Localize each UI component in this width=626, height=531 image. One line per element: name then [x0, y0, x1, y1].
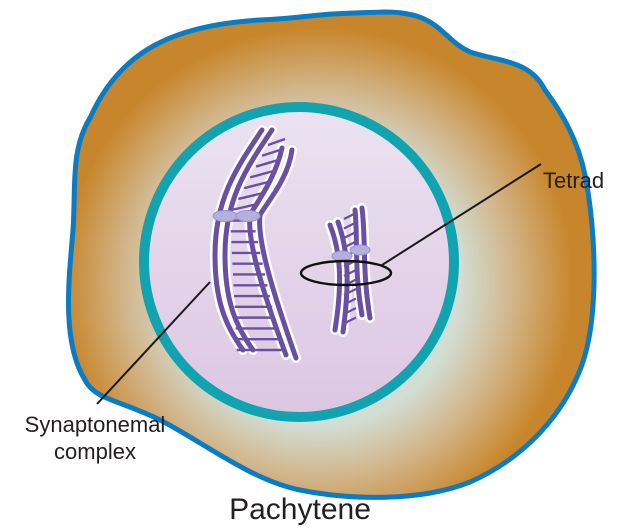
large-bivalent	[209, 125, 301, 363]
small-chromatid-line-0	[327, 222, 343, 333]
big-chromatid-line-1	[222, 127, 275, 353]
synaptonemal-rung	[249, 170, 273, 179]
small-chromatid-line-2	[352, 207, 365, 318]
tetrad-ring	[299, 259, 393, 287]
small-chromatid-line-1	[335, 219, 350, 335]
synaptonemal-label-line2: complex	[54, 439, 136, 464]
synaptonemal-rung	[261, 148, 282, 157]
big-chromatid-line-3	[257, 147, 299, 361]
centromere	[349, 244, 371, 256]
nuclear-envelope	[139, 102, 459, 422]
synaptonemal-rung	[255, 159, 277, 168]
synaptonemal-rung	[243, 180, 269, 190]
big-chromatid-line-0	[212, 127, 265, 353]
small-chromatid-line-3	[359, 205, 373, 321]
tetrad-label: Tetrad	[543, 168, 604, 193]
centromere	[235, 210, 261, 222]
small-bivalent	[325, 203, 375, 337]
synaptonemal-rung	[267, 137, 286, 147]
centromere	[212, 210, 238, 222]
synaptonemal-leader-line	[96, 281, 211, 405]
diagram-title: Pachytene	[229, 493, 371, 526]
nucleoplasm	[144, 107, 454, 417]
centromere	[331, 250, 353, 262]
synaptonemal-rung	[238, 191, 264, 201]
synaptonemal-label-line1: Synaptonemal	[25, 412, 166, 437]
tetrad-leader-line	[381, 163, 542, 266]
